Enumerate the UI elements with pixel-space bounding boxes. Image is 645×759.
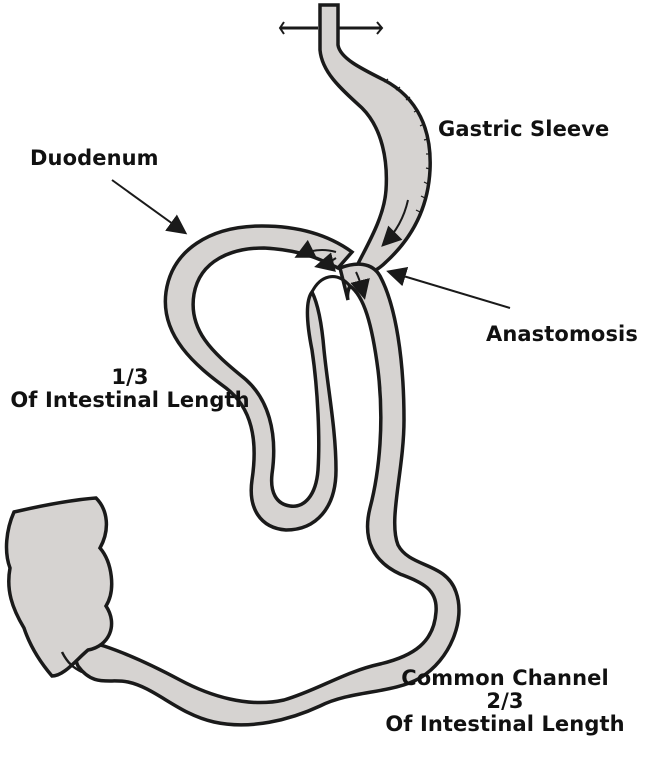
staple-line xyxy=(383,78,431,213)
one-third-label: 1/3 Of Intestinal Length xyxy=(0,365,260,413)
pointer-arrows xyxy=(111,179,511,309)
common-channel-label: Common Channel 2/3 Of Intestinal Length xyxy=(380,666,630,737)
duodenum-label: Duodenum xyxy=(30,146,159,170)
two-thirds-fraction: 2/3 xyxy=(486,689,524,714)
gastric-sleeve-shape xyxy=(318,3,432,276)
colon-tail xyxy=(60,651,83,674)
one-third-text: Of Intestinal Length xyxy=(10,388,250,413)
gastric-sleeve-label: Gastric Sleeve xyxy=(438,117,610,141)
two-thirds-text: Of Intestinal Length xyxy=(385,712,625,737)
esophagus-top xyxy=(278,21,384,35)
common-channel-title: Common Channel xyxy=(401,666,609,690)
anastomosis-junction xyxy=(310,275,352,293)
colon-shape xyxy=(4,496,114,678)
one-third-fraction: 1/3 xyxy=(111,365,149,389)
flow-arrows xyxy=(294,199,409,300)
anastomosis-label: Anastomosis xyxy=(486,322,638,346)
